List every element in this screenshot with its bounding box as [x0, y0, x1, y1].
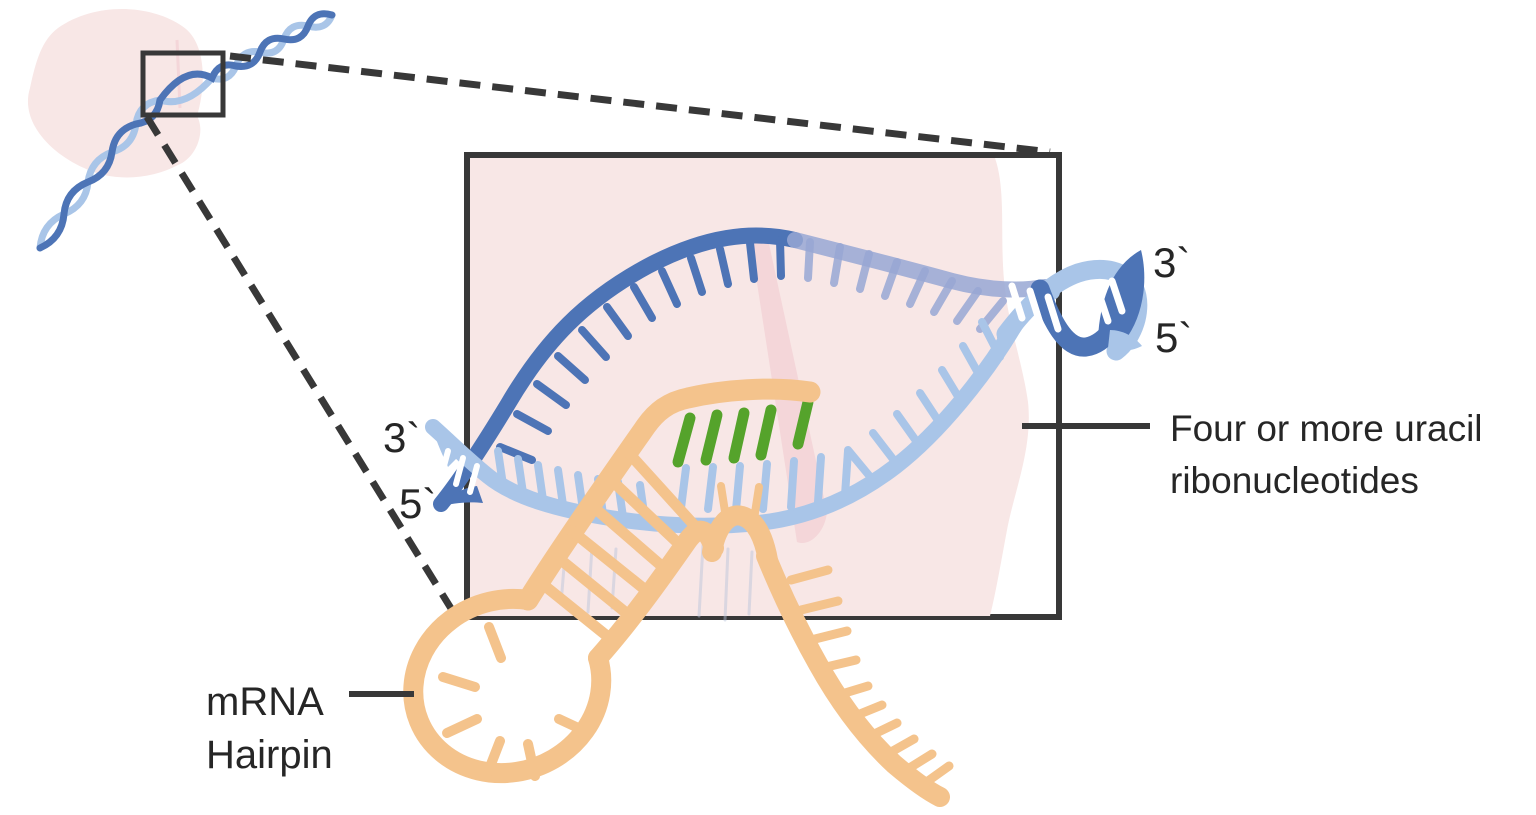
rejoined-light-strand-tip: [1108, 330, 1142, 351]
callout-dashed-line-bottom: [144, 115, 455, 612]
overview-scene: [27, 9, 336, 252]
helix-base-pair-slashes: [1008, 277, 1126, 333]
helix-strand-dark: [36, 10, 336, 252]
uracil-annotation-line2: ribonucleotides: [1170, 460, 1419, 501]
left-helix-twist-slashes: [438, 448, 480, 495]
mrna-transcript: [403, 378, 954, 807]
callout-dashed-line-top: [229, 52, 1051, 156]
hairpin-annotation-line2: Hairpin: [206, 733, 333, 777]
hairpin-loop-base-ticks: [438, 622, 594, 781]
template-strand-solid: [433, 227, 803, 512]
magnified-view-frame: [464, 152, 1062, 620]
annotations: 3` 5` 3` 5` Four or more uracil ribonucl…: [206, 239, 1483, 777]
mrna-tail-base-ticks: [786, 565, 954, 791]
uracil-base-pair-ticks: [672, 396, 814, 468]
mrna-5prime-tail: [756, 546, 950, 807]
mrna-hairpin-loop: [403, 588, 612, 784]
left-strand-end-bottom-label: 5`: [399, 480, 436, 527]
template-dna-strand: [433, 227, 1053, 512]
right-strand-end-top-label: 3`: [1153, 239, 1190, 286]
hairpin-stem-rungs: [534, 444, 700, 646]
template-strand-base-ticks: [496, 236, 1030, 464]
non-template-strand-left-tip: [431, 424, 465, 467]
left-strand-end-top-label: 3`: [383, 414, 420, 461]
magnifier-callout-box: [140, 50, 226, 118]
uracil-annotation-line1: Four or more uracil: [1170, 408, 1483, 449]
magnified-scene: [403, 152, 1148, 807]
mrna-stem-right-strand: [588, 520, 724, 668]
right-strand-end-bottom-label: 5`: [1155, 314, 1192, 361]
dna-double-helix-small: [36, 10, 336, 252]
mrna-arch: [702, 505, 778, 570]
hairpin-annotation-line1: mRNA: [206, 680, 324, 724]
rejoining-dna-helix: [996, 250, 1148, 361]
